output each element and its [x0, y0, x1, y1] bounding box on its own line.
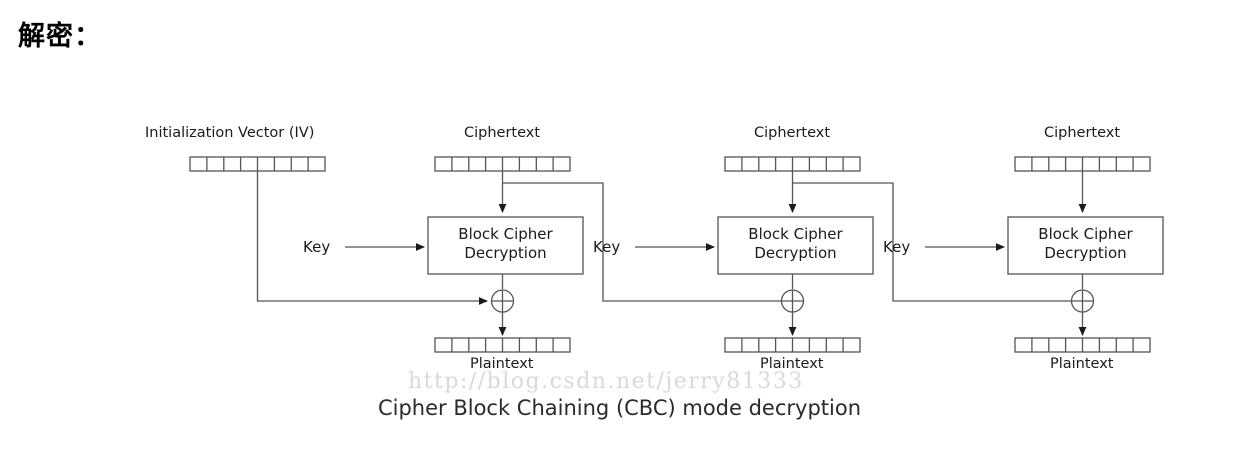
block-cipher-box-3: [1007, 216, 1164, 275]
block-cipher-box-1: [427, 216, 584, 275]
xor-2: [780, 289, 805, 313]
ciphertext-label-3: Ciphertext: [1044, 125, 1121, 141]
block-cipher-line1: Block Cipher: [748, 225, 843, 243]
block-cipher-line2: Decryption: [1044, 244, 1127, 262]
block-cipher-label-2: Block Cipher Decryption: [718, 225, 873, 263]
xor-3: [1070, 289, 1095, 313]
plaintext-bar-2: [724, 337, 861, 353]
plaintext-label-1: Plaintext: [470, 356, 534, 372]
diagram-canvas: [189, 156, 1164, 353]
diagram-caption: Cipher Block Chaining (CBC) mode decrypt…: [377, 396, 862, 420]
iv-block-bar: [189, 156, 326, 172]
block-cipher-line2: Decryption: [754, 244, 837, 262]
plaintext-label-3: Plaintext: [1050, 356, 1114, 372]
ciphertext-bar-3: [1014, 156, 1151, 172]
ciphertext-label-2: Ciphertext: [754, 125, 831, 141]
ciphertext-bar-2: [724, 156, 861, 172]
page-title: 解密：: [18, 21, 102, 52]
key-label-2: Key: [593, 238, 621, 256]
xor-1: [490, 289, 515, 313]
iv-label: Initialization Vector (IV): [145, 125, 315, 141]
key-label-3: Key: [883, 238, 911, 256]
plaintext-label-2: Plaintext: [760, 356, 824, 372]
plaintext-bar-3: [1014, 337, 1151, 353]
plaintext-bar-1: [434, 337, 571, 353]
ciphertext-bar-1: [434, 156, 571, 172]
block-cipher-label-3: Block Cipher Decryption: [1008, 225, 1163, 263]
cbc-decryption-diagram: http://blog.csdn.net/jerry81333 Initiali…: [0, 95, 1239, 425]
key-label-1: Key: [303, 238, 331, 256]
block-cipher-line1: Block Cipher: [458, 225, 553, 243]
block-cipher-box-2: [717, 216, 874, 275]
block-cipher-line2: Decryption: [464, 244, 547, 262]
block-cipher-label-1: Block Cipher Decryption: [428, 225, 583, 263]
ciphertext-label-1: Ciphertext: [464, 125, 541, 141]
block-cipher-line1: Block Cipher: [1038, 225, 1133, 243]
